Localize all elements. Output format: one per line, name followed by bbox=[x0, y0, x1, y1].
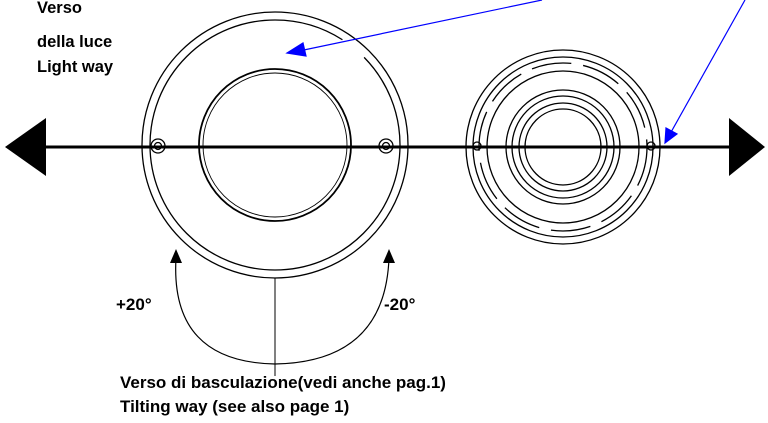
plus-tilt-arrowhead bbox=[170, 249, 182, 263]
light-way-label-it: Verso bbox=[37, 0, 82, 17]
leader-line-rear bbox=[669, 0, 746, 135]
tilt-indicator bbox=[170, 249, 395, 376]
angle-minus-label: -20° bbox=[384, 295, 416, 314]
tilt-arc bbox=[175, 257, 390, 365]
leader-line-light bbox=[298, 0, 543, 52]
leader-lines bbox=[285, 0, 746, 145]
angle-plus-label: +20° bbox=[116, 295, 152, 314]
light-way-label-en: Light way bbox=[37, 58, 114, 76]
tilting-way-label-it: Verso di basculazione(vedi anche pag.1) bbox=[120, 373, 446, 392]
left-lamp-lens-inner bbox=[202, 72, 348, 218]
left-arrowhead bbox=[5, 118, 46, 176]
left-lamp-lens bbox=[198, 68, 352, 222]
tilting-way-label-en: Tilting way (see also page 1) bbox=[120, 397, 350, 416]
light-way-label-it-2: della luce bbox=[37, 33, 113, 51]
left-lamp-inner-ring bbox=[149, 19, 401, 271]
minus-tilt-arrowhead bbox=[383, 249, 395, 263]
left-lamp-outer-ring bbox=[141, 11, 409, 279]
left-lamp bbox=[141, 11, 409, 279]
axis bbox=[5, 118, 765, 176]
leader-arrowhead-light bbox=[285, 42, 307, 57]
leader-arrowhead-rear bbox=[664, 127, 679, 145]
right-arrowhead bbox=[729, 118, 765, 176]
